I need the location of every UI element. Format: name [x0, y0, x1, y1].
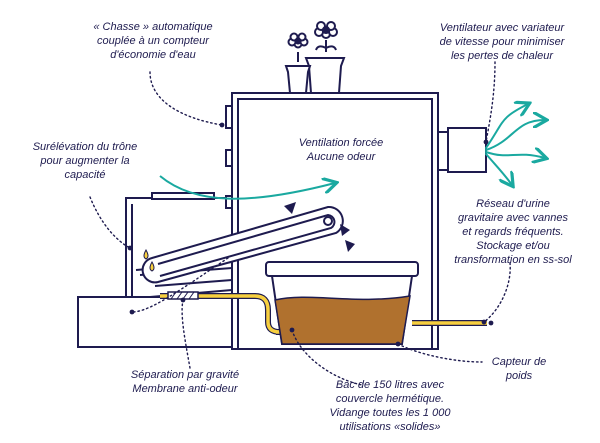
label-chasse: « Chasse » automatique couplée à un comp… [78, 20, 228, 62]
label-capteur-line: poids [505, 370, 533, 382]
compost-bin [265, 261, 419, 345]
label-separation: Séparation par gravité Membrane anti-ode… [120, 368, 250, 396]
label-capteur-line: Capteur de [491, 356, 547, 368]
label-separation-line: Membrane anti-odeur [132, 383, 238, 395]
label-ventilation-line: Ventilation forcée [298, 137, 384, 149]
label-surelevation: Surélévation du trône pour augmenter la … [26, 140, 144, 182]
label-bac: Bac de 150 litres avec couvercle herméti… [324, 378, 456, 434]
label-ventilateur-line: les pertes de chaleur [450, 50, 554, 62]
airflow-arrow [159, 175, 335, 200]
label-ventilateur-line: de vitesse pour minimiser [439, 36, 565, 48]
exhaust-arrows [485, 104, 545, 185]
urine-pipe [160, 293, 494, 335]
label-surelevation-line: capacité [64, 169, 106, 181]
label-ventilateur: Ventilateur avec variateur de vitesse po… [428, 21, 576, 63]
flower-pot-icon [304, 21, 346, 94]
leader-dots [127, 122, 489, 347]
label-bac-line: utilisations «solides» [339, 421, 441, 433]
leader-lines [89, 61, 511, 386]
label-chasse-line: d'économie d'eau [110, 49, 196, 61]
label-reseau-line: transformation en ss-sol [454, 254, 572, 266]
label-bac-line: couvercle hermétique. [335, 393, 445, 405]
label-ventilation: Ventilation forcée Aucune odeur [286, 136, 396, 164]
label-reseau: Réseau d'urine gravitaire avec vannes et… [452, 197, 574, 267]
label-surelevation-line: pour augmenter la [40, 155, 130, 167]
ventilation-fan [437, 127, 487, 173]
label-bac-line: Bac de 150 litres avec [335, 379, 445, 391]
conveyor-belt [141, 205, 344, 284]
label-ventilateur-line: Ventilateur avec variateur [439, 22, 565, 34]
solids [284, 202, 355, 252]
label-separation-line: Séparation par gravité [130, 369, 240, 381]
raised-platform [77, 296, 237, 348]
label-reseau-line: et regards fréquents. [462, 226, 564, 238]
urine-drops [143, 248, 155, 272]
label-reseau-line: gravitaire avec vannes [457, 212, 569, 224]
label-surelevation-line: Surélévation du trône [32, 141, 138, 153]
label-chasse-line: « Chasse » automatique [93, 21, 213, 33]
label-bac-line: Vidange toutes les 1 000 [329, 407, 451, 419]
flower-pot-icon [284, 32, 312, 94]
label-reseau-line: Stockage et/ou [476, 240, 550, 252]
label-chasse-line: couplée à un compteur [97, 35, 209, 47]
label-reseau-line: Réseau d'urine [476, 198, 550, 210]
label-capteur: Capteur de poids [482, 355, 556, 383]
label-ventilation-line: Aucune odeur [306, 151, 376, 163]
